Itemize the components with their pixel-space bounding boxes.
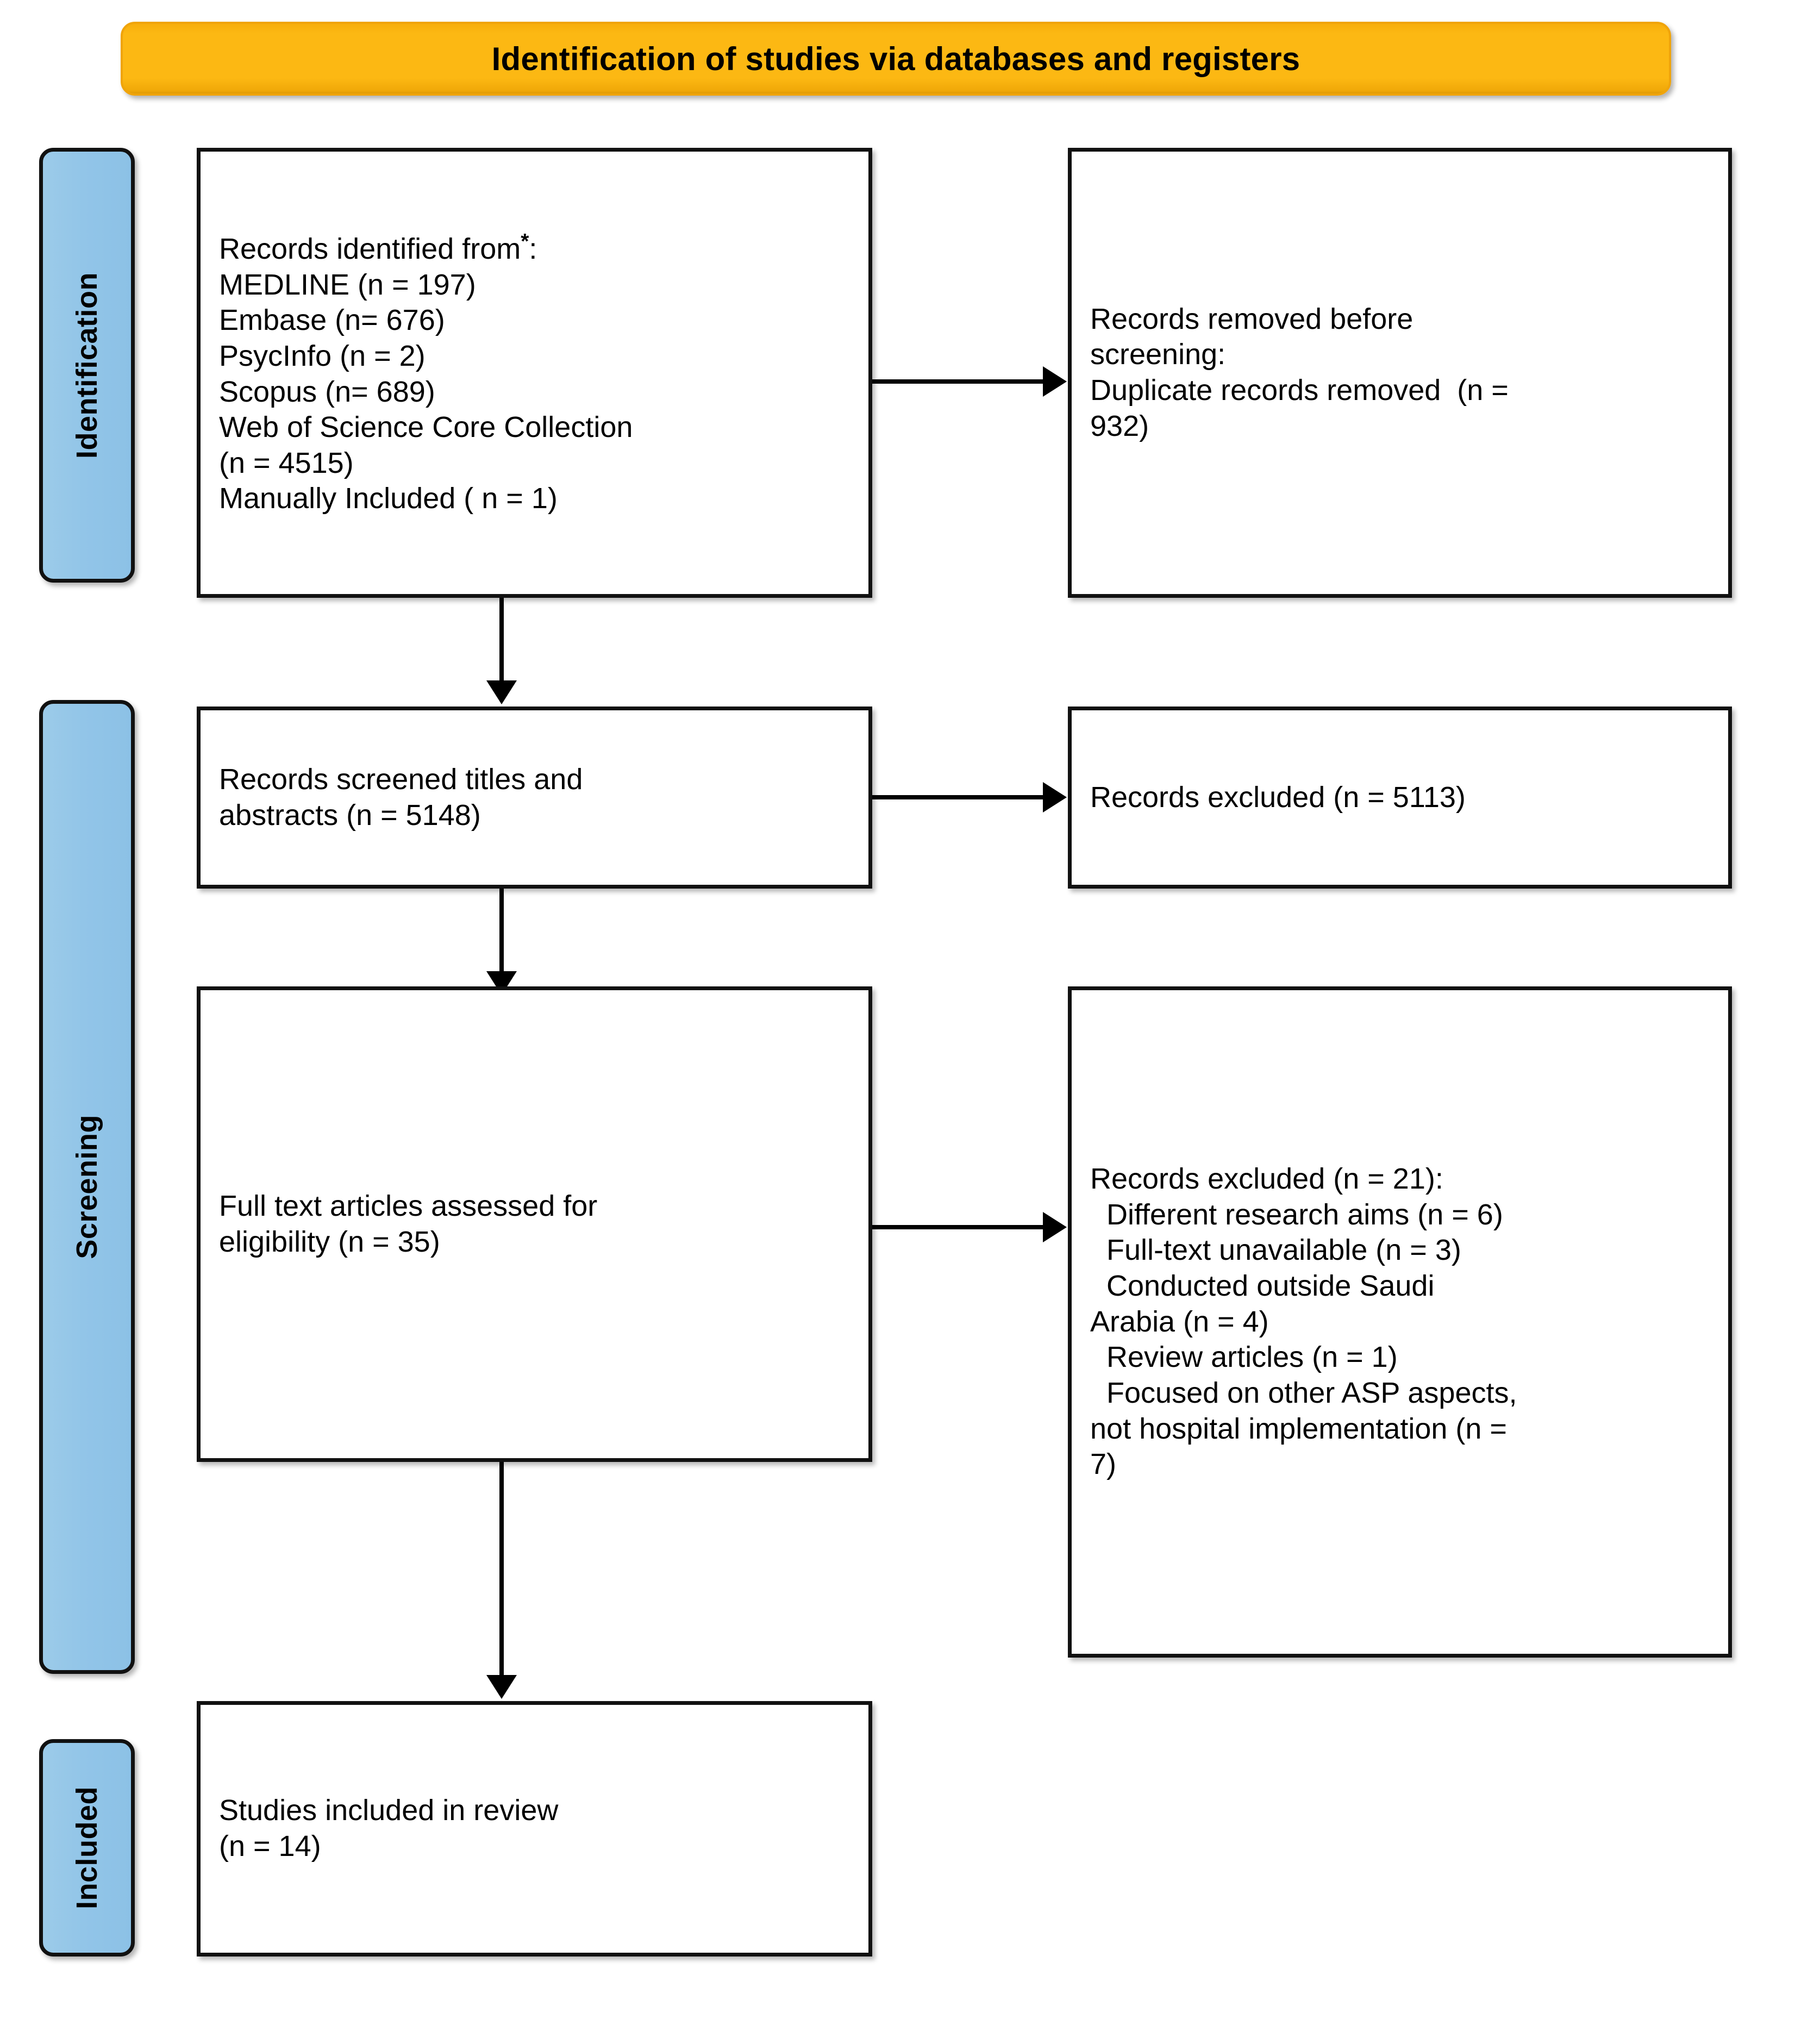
arrow-fulltext-to-included	[499, 1462, 504, 1678]
stage-label-identification: Identification	[71, 272, 103, 459]
box-fulltext-assessed: Full text articles assessed for eligibil…	[197, 986, 872, 1462]
stage-bar-identification: Identification	[39, 148, 135, 583]
stage-label-screening: Screening	[71, 1115, 103, 1259]
box-records-excluded-screening-text: Records excluded (n = 5113)	[1090, 780, 1466, 814]
arrow-screened-to-excluded-head	[1043, 782, 1067, 812]
box-fulltext-assessed-text: Full text articles assessed for eligibil…	[219, 1189, 598, 1258]
arrow-identified-to-removed-head	[1043, 366, 1067, 397]
box-records-screened-text: Records screened titles and abstracts (n…	[219, 762, 583, 832]
box-studies-included-text: Studies included in review (n = 14)	[219, 1794, 559, 1862]
diagram-header-banner: Identification of studies via databases …	[121, 22, 1671, 96]
arrow-fulltext-to-excluded-head	[1043, 1212, 1067, 1242]
box-records-excluded-screening: Records excluded (n = 5113)	[1068, 707, 1732, 889]
box-records-removed: Records removed before screening: Duplic…	[1068, 148, 1732, 598]
arrow-identified-to-screened-head	[486, 680, 517, 704]
arrow-screened-to-excluded	[872, 795, 1045, 799]
box-records-identified-text: Records identified from*: MEDLINE (n = 1…	[219, 230, 633, 515]
box-records-identified: Records identified from*: MEDLINE (n = 1…	[197, 148, 872, 598]
stage-bar-included: Included	[39, 1739, 135, 1957]
box-records-excluded-eligibility: Records excluded (n = 21): Different res…	[1068, 986, 1732, 1658]
diagram-title: Identification of studies via databases …	[491, 40, 1300, 77]
arrow-screened-to-fulltext	[499, 889, 504, 974]
stage-bar-screening: Screening	[39, 700, 135, 1674]
stage-label-included: Included	[71, 1786, 103, 1909]
arrow-fulltext-to-included-head	[486, 1675, 517, 1699]
arrow-identified-to-screened	[499, 598, 504, 684]
arrow-fulltext-to-excluded	[872, 1225, 1045, 1229]
box-records-removed-text: Records removed before screening: Duplic…	[1090, 302, 1509, 442]
box-records-screened: Records screened titles and abstracts (n…	[197, 707, 872, 889]
box-records-excluded-eligibility-text: Records excluded (n = 21): Different res…	[1090, 1162, 1517, 1481]
box-studies-included: Studies included in review (n = 14)	[197, 1701, 872, 1957]
arrow-identified-to-removed	[872, 379, 1045, 384]
